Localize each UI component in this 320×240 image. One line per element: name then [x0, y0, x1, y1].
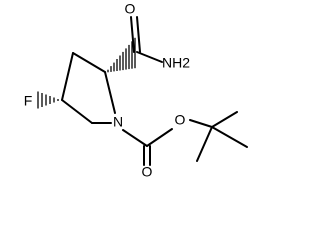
ring-nitrogen-label: N [113, 114, 123, 130]
n-carbonyl-bond [122, 129, 148, 147]
tbu-methyl-top-bond [211, 111, 238, 128]
amide-nitrogen-label: NH2 [162, 55, 190, 71]
amide-cn-bond [136, 51, 163, 63]
tbu-methyl-right-bond [211, 126, 248, 148]
tbu-methyl-bottom-bond [196, 126, 213, 162]
amide-co-bond-2 [136, 16, 141, 53]
ester-oxygen-label: O [175, 112, 186, 128]
ring-bond-c3-c4 [61, 52, 74, 101]
carbonyl-oxygen-top-label: O [125, 1, 136, 17]
hashed-wedge-c2-carboxamide [107, 37, 136, 73]
carbonyl-ester-o-bond [146, 128, 173, 147]
ester-o-tbu-bond [189, 119, 213, 128]
fluorine-atom-label: F [24, 93, 33, 109]
ring-bond-c4-c5 [61, 99, 93, 124]
molecule-structure: F N O O O NH2 [24, 1, 248, 180]
amide-co-bond-1 [130, 16, 135, 53]
hashed-wedge-c4-fluorine [37, 91, 59, 109]
carbonyl-oxygen-bottom-label: O [142, 164, 153, 180]
ring-bond-n1-c2 [104, 71, 116, 114]
ring-bond-c2-c3 [72, 52, 106, 73]
